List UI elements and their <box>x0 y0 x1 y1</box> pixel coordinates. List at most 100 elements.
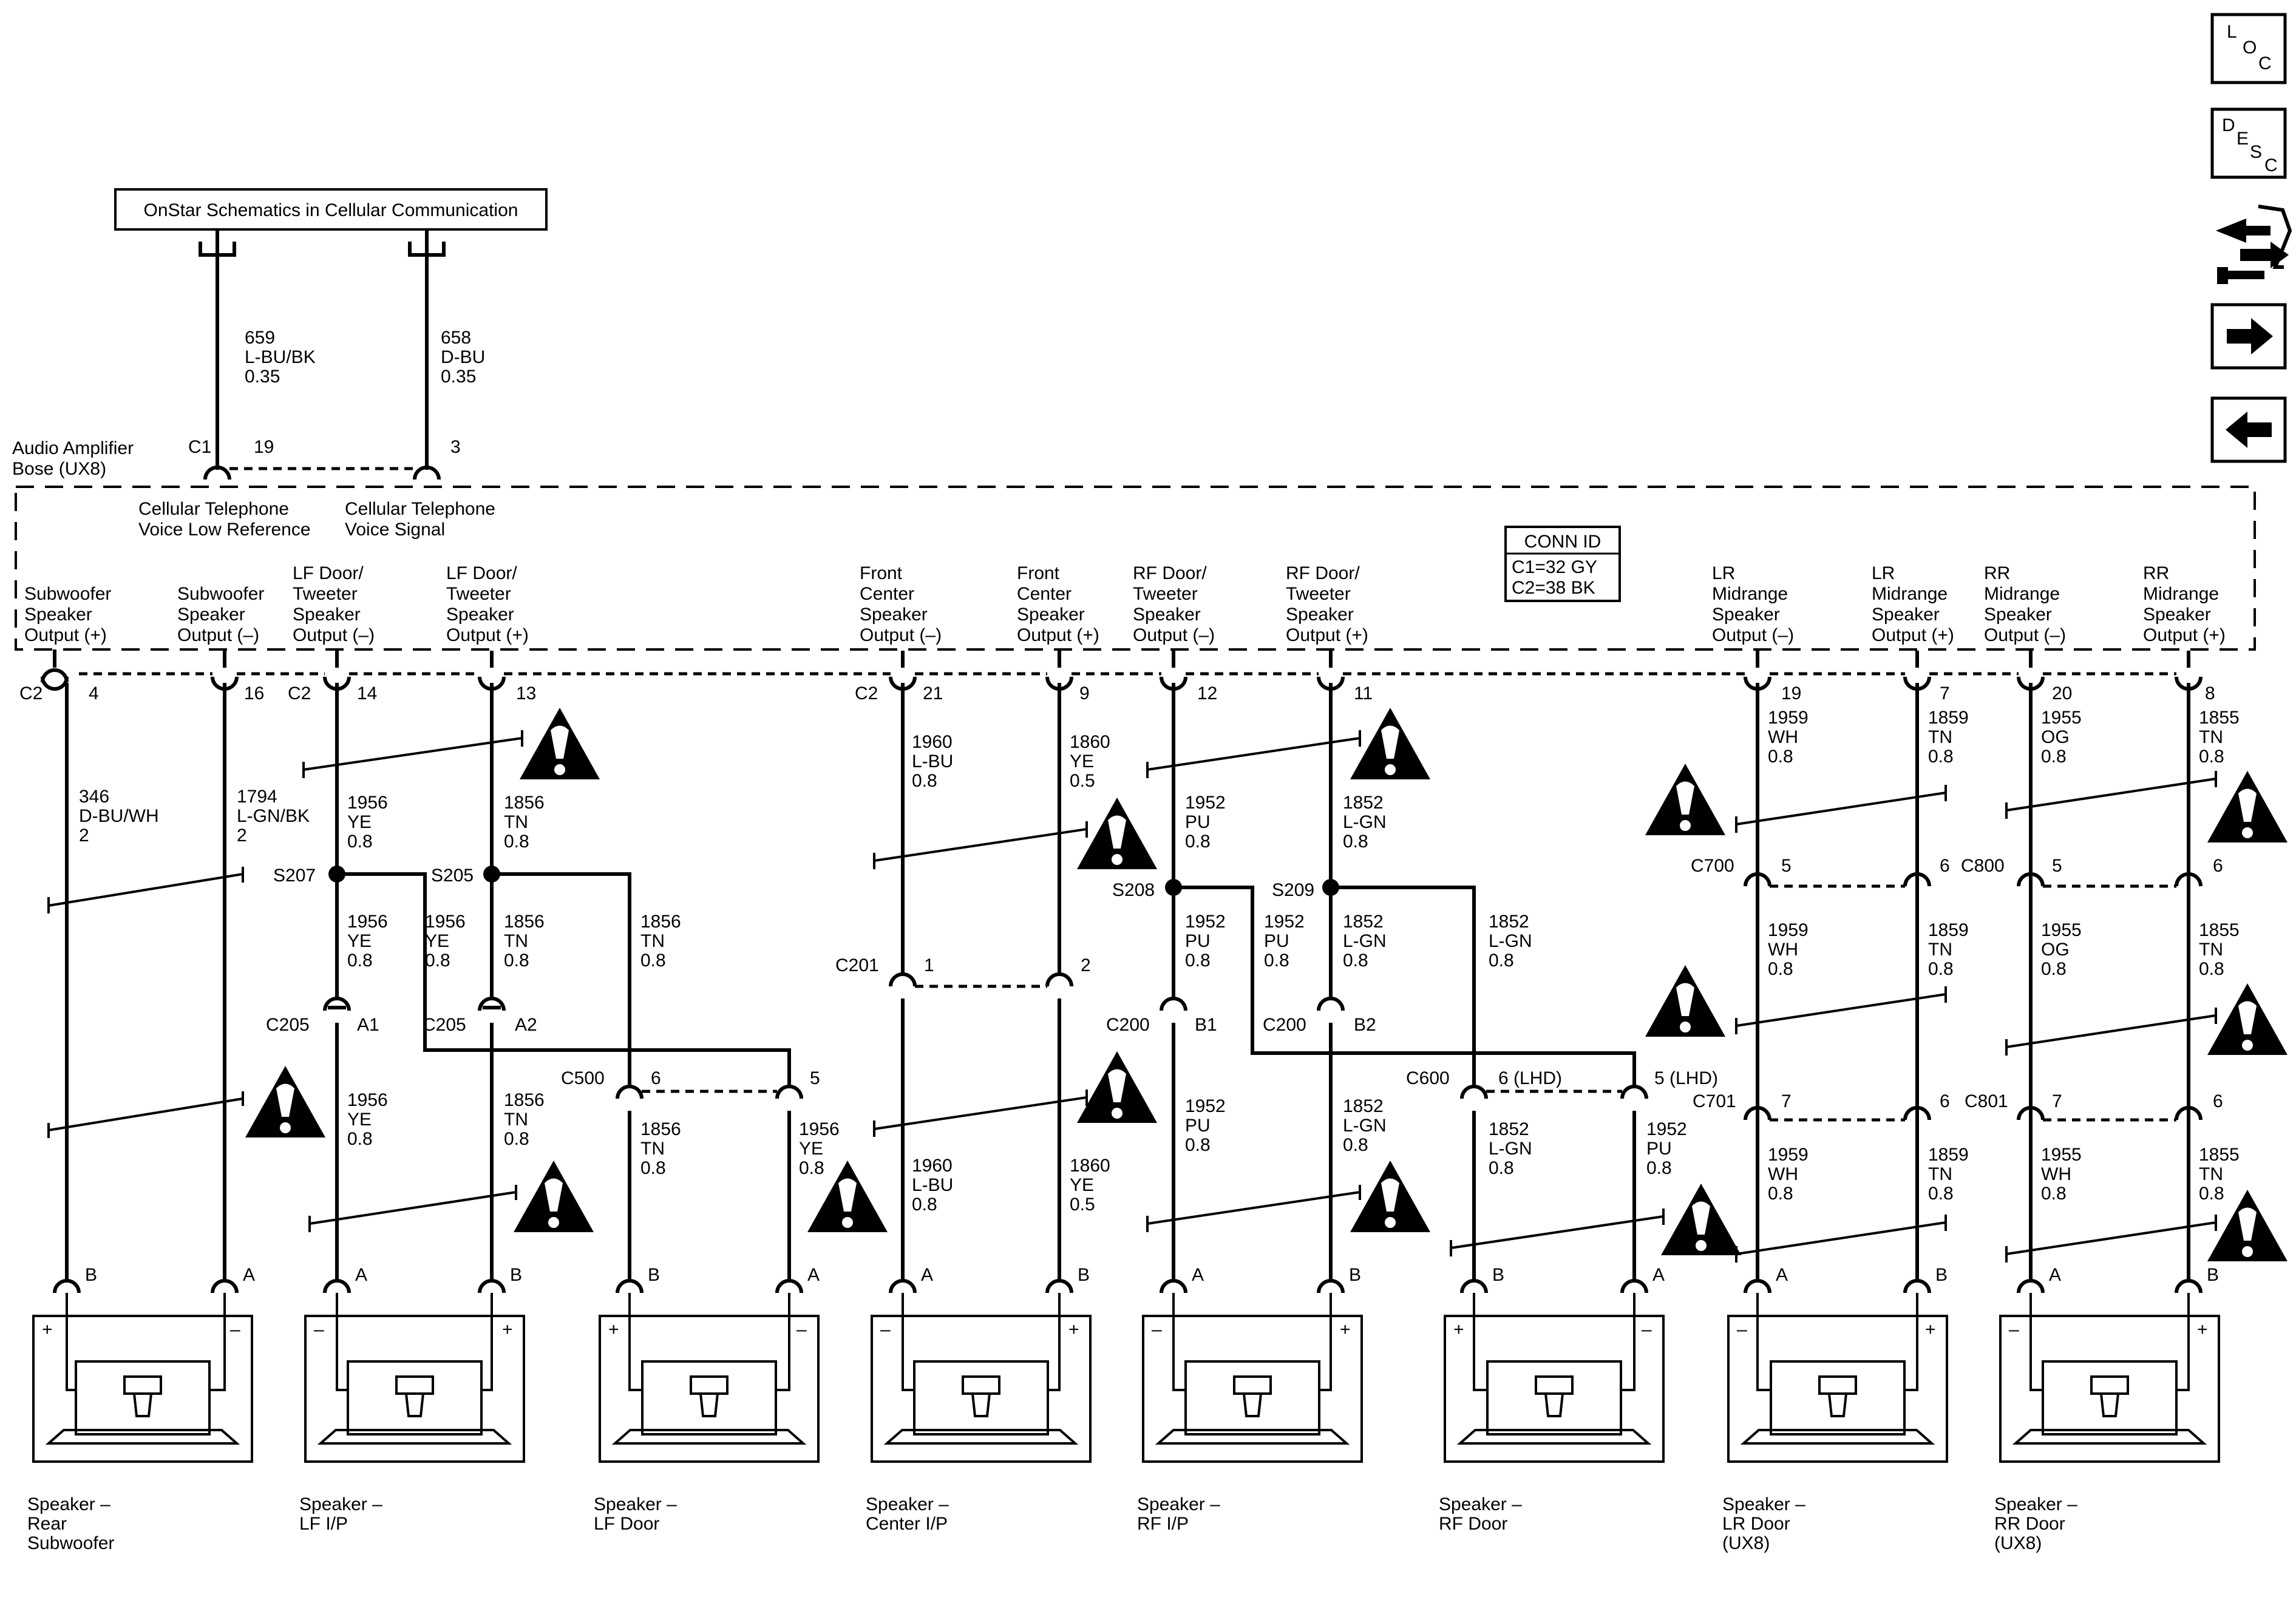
speaker-l2: RR Door <box>1994 1514 2065 1534</box>
pin-20: 20 <box>2052 683 2072 703</box>
warning-icon[interactable] <box>520 708 600 779</box>
speaker-lsign: – <box>1152 1320 1162 1340</box>
wire-label-color: L-GN/BK <box>237 806 310 826</box>
svg-text:Speaker: Speaker <box>1712 605 1780 625</box>
warning-icon[interactable] <box>1645 764 1725 835</box>
output-subwoofer-plus: Subwoofer Speaker Output (+) <box>24 584 111 645</box>
warning-icon[interactable] <box>1350 708 1430 779</box>
wire-label-gauge: 0.8 <box>2041 1184 2067 1204</box>
wire-label-num: 1952 <box>1646 1119 1687 1139</box>
wire-label-num: 1959 <box>1768 708 1809 728</box>
conn-id-box <box>1504 526 1621 602</box>
conn-c701-pin7: 7 <box>1781 1091 1792 1111</box>
wire-label-gauge: 0.8 <box>1646 1158 1672 1178</box>
output-lr-midrange-plus: LR Midrange Speaker Output (+) <box>1872 563 1954 645</box>
svg-text:Center: Center <box>1017 584 1072 604</box>
warning-icon[interactable] <box>2207 771 2288 842</box>
previous-page-button[interactable] <box>2210 396 2287 463</box>
speaker-lead <box>336 1293 493 1391</box>
svg-text:Tweeter: Tweeter <box>1133 584 1198 604</box>
warning-icon[interactable] <box>1661 1184 1741 1255</box>
speaker-lsign: – <box>1737 1320 1747 1340</box>
speaker-lsign: – <box>880 1320 891 1340</box>
svg-text:RR: RR <box>2143 563 2169 583</box>
speaker-rsign: + <box>2197 1320 2208 1340</box>
wire-label-gauge: 0.8 <box>347 951 373 971</box>
wire-label-color: L-BU <box>912 751 953 771</box>
wire-label-color: L-GN <box>1489 1139 1532 1159</box>
wire-label-color: YE <box>347 1110 372 1130</box>
wire-label-gauge: 0.5 <box>1070 771 1095 791</box>
speaker-terminals <box>53 1279 2203 1293</box>
warning-icon[interactable] <box>2207 983 2288 1055</box>
svg-text:L: L <box>2227 22 2237 42</box>
wire-label-color: YE <box>1070 751 1094 771</box>
svg-text:Output (–): Output (–) <box>177 625 259 645</box>
svg-text:C: C <box>2258 53 2272 73</box>
wire-label-num: 1852 <box>1489 912 1529 932</box>
location-button[interactable]: L O C <box>2210 13 2287 84</box>
next-page-button[interactable] <box>2210 303 2287 370</box>
svg-text:RF Door/: RF Door/ <box>1286 563 1360 583</box>
svg-text:Speaker: Speaker <box>2143 605 2211 625</box>
wire-label-gauge: 0.8 <box>2041 959 2067 979</box>
wire-label-gauge: 2 <box>79 825 89 846</box>
wire-label-gauge: 0.8 <box>347 832 373 852</box>
svg-text:LF Door/: LF Door/ <box>293 563 364 583</box>
speaker-lead <box>628 1293 790 1391</box>
conn-c801-pin7: 7 <box>2052 1091 2062 1111</box>
arrow-left-icon <box>2226 412 2272 448</box>
conn-c205-a2-name: C205 <box>423 1015 466 1035</box>
speaker-lpin: B <box>648 1265 660 1285</box>
pin-8: 8 <box>2205 683 2215 703</box>
speaker-lpin: A <box>1192 1265 1204 1285</box>
c1-pin-3: 3 <box>450 437 461 457</box>
splice-s208-label: S208 <box>1112 880 1155 900</box>
onstar-reference-box[interactable] <box>114 188 548 231</box>
speaker-rpin: B <box>2207 1265 2219 1285</box>
warning-icon[interactable] <box>1077 1051 1157 1123</box>
speaker-rpin: A <box>1652 1265 1665 1285</box>
pin-19: 19 <box>1781 683 1801 703</box>
speaker-rsign: – <box>796 1320 807 1340</box>
speaker-rpin: A <box>243 1265 255 1285</box>
wire-label-color: PU <box>1185 1116 1211 1136</box>
svg-text:Front: Front <box>860 563 903 583</box>
wire-label-gauge: 0.8 <box>2199 959 2224 979</box>
wire-label-color: L-GN <box>1343 1116 1387 1136</box>
break-lines <box>47 730 2217 1263</box>
wire-label-color: TN <box>1928 940 1952 960</box>
speaker-l1: Speaker – <box>1439 1494 1522 1514</box>
c2-output-pins <box>41 651 2203 691</box>
svg-text:Output (–): Output (–) <box>1984 625 2066 645</box>
warning-icon[interactable] <box>514 1161 594 1232</box>
speaker-l2: LF I/P <box>299 1514 348 1534</box>
description-button[interactable]: D E S C <box>2210 107 2287 179</box>
warning-icon[interactable] <box>1350 1161 1430 1232</box>
wire-label-color: WH <box>1768 1164 1798 1184</box>
wire-label-num: 1960 <box>912 1156 953 1176</box>
wire-label-num: 1952 <box>1185 1096 1226 1116</box>
wire-label-num: 1956 <box>347 1090 388 1110</box>
speaker-lpin: B <box>85 1265 97 1285</box>
speaker-lead <box>66 1293 226 1391</box>
svg-text:Speaker: Speaker <box>446 605 514 625</box>
svg-text:Speaker: Speaker <box>177 605 245 625</box>
wire-label-color: PU <box>1185 812 1211 832</box>
warning-icon[interactable] <box>245 1066 325 1137</box>
warning-icon[interactable] <box>1645 965 1725 1037</box>
output-rf-tweeter-minus: RF Door/ Tweeter Speaker Output (–) <box>1133 563 1215 645</box>
conn-c200-b1-pin: B1 <box>1195 1015 1217 1035</box>
warning-icon[interactable] <box>1077 798 1157 869</box>
speaker-rpin: B <box>1935 1265 1948 1285</box>
connector-tool-icon[interactable] <box>2216 205 2292 284</box>
wire-label-gauge: 0.8 <box>1768 747 1793 767</box>
